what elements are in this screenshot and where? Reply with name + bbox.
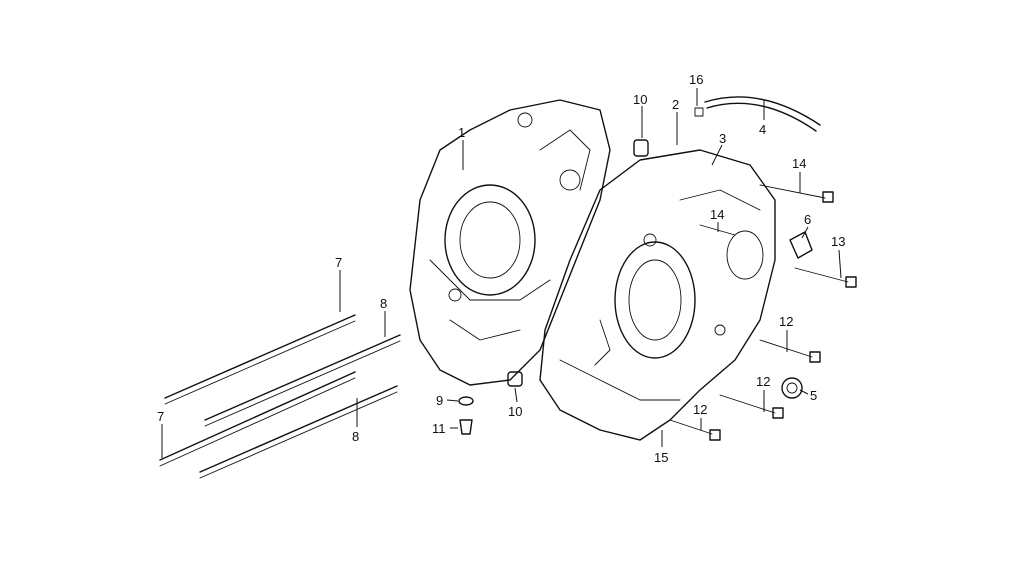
callout-12-a: 12 <box>779 314 793 329</box>
callout-12-c: 12 <box>693 402 707 417</box>
callout-13: 13 <box>831 234 845 249</box>
callout-12-b: 12 <box>756 374 770 389</box>
small-parts <box>458 96 857 441</box>
studs <box>159 314 401 479</box>
callout-6: 6 <box>804 212 811 227</box>
leader-lines <box>161 88 842 458</box>
callout-14-a: 14 <box>792 156 806 171</box>
callout-16: 16 <box>689 72 703 87</box>
callout-10-a: 10 <box>633 92 647 107</box>
callout-14-b: 14 <box>710 207 724 222</box>
callout-15: 15 <box>654 450 668 465</box>
callout-7-a: 7 <box>335 255 342 270</box>
callout-2: 2 <box>672 97 679 112</box>
callout-1: 1 <box>458 125 465 140</box>
callout-labels: 1 2 3 4 5 6 7 7 8 8 9 10 10 11 12 12 12 … <box>157 72 845 465</box>
crankcase-left-half <box>409 99 611 386</box>
callout-10-b: 10 <box>508 404 522 419</box>
callout-7-b: 7 <box>157 409 164 424</box>
callout-8-b: 8 <box>352 429 359 444</box>
callout-5: 5 <box>810 388 817 403</box>
callout-9: 9 <box>436 393 443 408</box>
callout-11: 11 <box>432 421 446 436</box>
crankcase-right-half <box>539 149 776 441</box>
callout-3: 3 <box>719 131 726 146</box>
callout-4: 4 <box>759 122 766 137</box>
callout-8-a: 8 <box>380 296 387 311</box>
